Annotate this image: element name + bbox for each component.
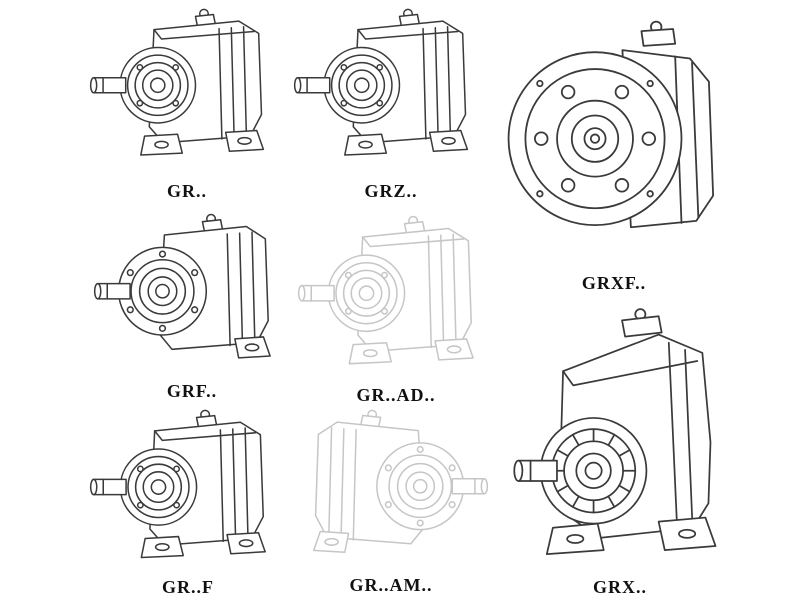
- gearbox-drawing-gr: [88, 0, 286, 179]
- catalog-cell-gr: GR..: [88, 0, 286, 208]
- model-label-grf: GRF..: [166, 381, 218, 401]
- model-label-gr-am: GR..AM..: [349, 575, 433, 595]
- model-label-gr: GR..: [167, 181, 207, 201]
- catalog-cell-grf: GRF..: [92, 212, 292, 408]
- model-label-grz: GRZ..: [364, 181, 418, 201]
- gearbox-drawing-grz: [292, 0, 490, 179]
- model-label-gr-f: GR..F: [162, 576, 214, 597]
- catalog-cell-grx: GRX..: [498, 300, 742, 597]
- catalog-cell-gr-am: GR..AM..: [292, 408, 490, 600]
- catalog-cell-grxf: GRXF..: [498, 0, 730, 300]
- model-label-gr-ad: GR..AD..: [356, 385, 436, 405]
- gearbox-drawing-gr-ad: [296, 212, 496, 383]
- model-label-grxf: GRXF..: [581, 273, 647, 293]
- catalog-cell-gr-ad: GR..AD..: [296, 212, 496, 412]
- catalog-cell-grz: GRZ..: [292, 0, 490, 208]
- gearbox-drawing-gr-am: [292, 408, 490, 573]
- gearbox-drawing-gr-f: [88, 408, 288, 575]
- catalog-cell-gr-f: GR..F: [88, 408, 288, 600]
- model-label-grx: GRX..: [593, 576, 647, 597]
- gearbox-drawing-grxf: [498, 0, 730, 271]
- gearbox-drawing-grx: [498, 300, 742, 575]
- gearbox-drawing-grf: [92, 212, 292, 379]
